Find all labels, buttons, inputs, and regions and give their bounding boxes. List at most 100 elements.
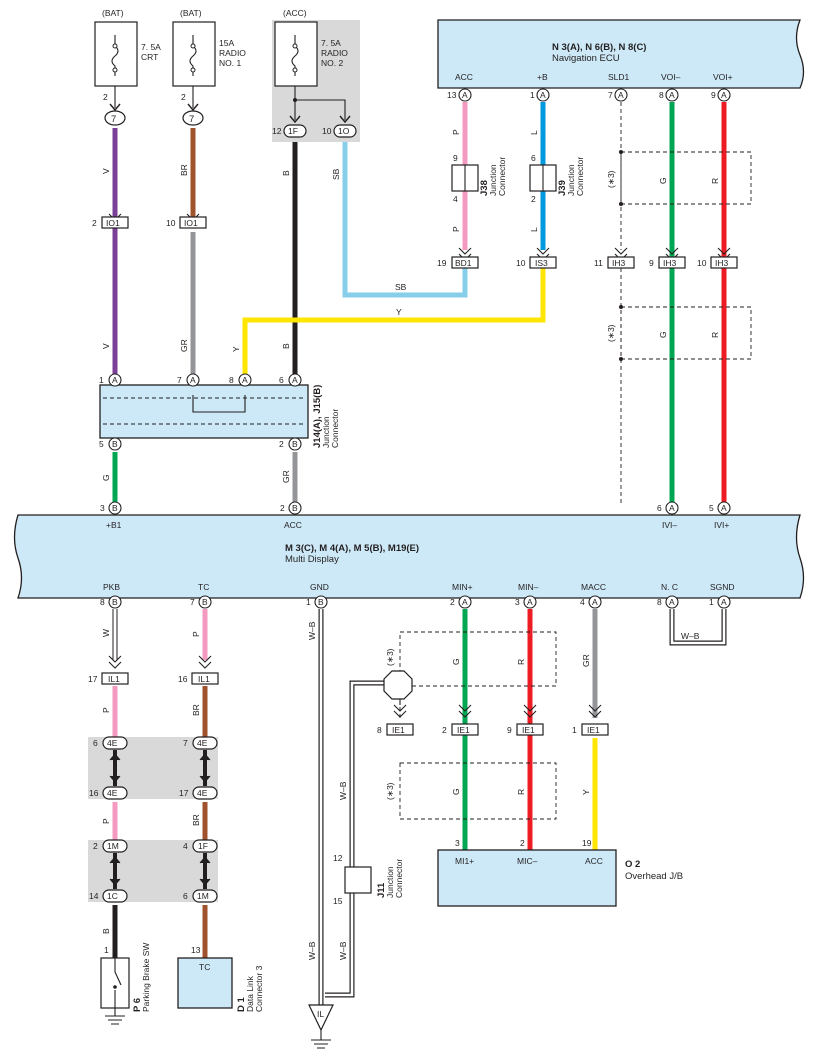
j39-code: J39 [557,180,568,196]
svg-text:Junction: Junction [385,866,395,898]
svg-text:IO1: IO1 [106,218,120,228]
svg-text:MIC–: MIC– [517,856,538,866]
svg-text:+B1: +B1 [106,520,122,530]
svg-text:BR: BR [191,814,201,826]
svg-text:A: A [721,503,727,513]
fuse-radio1-rating: 15A [219,38,234,48]
svg-text:G: G [451,658,461,665]
svg-text:A: A [721,597,727,607]
svg-text:14: 14 [89,891,99,901]
svg-text:2: 2 [92,218,97,228]
svg-text:2: 2 [280,503,285,513]
svg-text:B: B [112,503,118,513]
fuse-radio2-name: RADIO [321,48,348,58]
svg-text:3: 3 [455,838,460,848]
wire-wb-sgnd [670,609,726,645]
svg-text:1: 1 [530,90,535,100]
svg-text:R: R [710,332,720,338]
svg-text:V: V [101,343,111,349]
nav-ecu-code: N 3(A), N 6(B), N 8(C) [552,42,646,53]
svg-text:9: 9 [453,153,458,163]
svg-text:SGND: SGND [710,582,735,592]
svg-text:D 1: D 1 [236,997,247,1013]
wire-sb [342,142,468,298]
fuse-radio1-conn: 7 [189,114,194,125]
svg-text:A: A [462,90,468,100]
svg-text:A: A [540,90,546,100]
svg-text:G: G [658,177,668,184]
svg-text:IE1: IE1 [587,725,600,735]
wire-wb-shield [325,681,385,997]
svg-text:ACC: ACC [585,856,603,866]
svg-text:1: 1 [99,375,104,385]
svg-text:17: 17 [88,674,98,684]
svg-text:4E: 4E [197,738,208,748]
svg-text:6: 6 [279,375,284,385]
nav-ecu-name: Navigation ECU [552,53,620,64]
svg-text:4: 4 [453,194,458,204]
wire-group [112,102,727,1005]
svg-text:4E: 4E [197,788,208,798]
svg-text:Junction: Junction [321,416,331,448]
svg-text:B: B [281,170,291,176]
nav-term-voi-plus: VOI+ [713,72,733,82]
svg-text:13: 13 [191,945,201,955]
svg-text:R: R [710,178,720,184]
svg-text:IVI+: IVI+ [714,520,729,530]
svg-text:2: 2 [442,725,447,735]
fuse-radio1-source: (BAT) [180,8,202,18]
fuse-radio2-source: (ACC) [283,8,307,18]
shield-note-4: (∗3) [385,782,395,800]
shield-note-2: (∗3) [606,324,616,342]
svg-text:ACC: ACC [284,520,302,530]
svg-text:1M: 1M [197,891,209,901]
svg-text:W–B: W–B [307,941,317,960]
svg-text:A: A [592,597,598,607]
svg-text:B: B [112,597,118,607]
fuse-crt-pin: 2 [103,92,108,102]
svg-text:L: L [529,227,539,232]
svg-text:P 6: P 6 [132,998,143,1012]
svg-text:IL1: IL1 [108,674,120,684]
shield-box-mic-upper [399,631,557,687]
svg-text:W–B: W–B [338,781,348,800]
svg-text:L: L [529,130,539,135]
svg-text:B: B [202,597,208,607]
svg-text:Connector: Connector [394,859,404,898]
svg-text:3: 3 [100,503,105,513]
svg-text:10: 10 [516,258,526,268]
svg-text:A: A [112,375,118,385]
svg-text:16: 16 [178,674,188,684]
svg-text:GR: GR [281,470,291,483]
svg-text:P: P [101,818,111,824]
svg-text:5: 5 [709,503,714,513]
svg-text:SB: SB [331,168,341,180]
svg-text:4E: 4E [107,788,118,798]
svg-text:IL1: IL1 [198,674,210,684]
fuse-radio2-rating: 7. 5A [321,38,341,48]
svg-text:7: 7 [608,90,613,100]
svg-text:A: A [669,597,675,607]
svg-text:B: B [101,928,111,934]
svg-text:GND: GND [310,582,329,592]
svg-text:A: A [292,375,298,385]
svg-text:2: 2 [279,439,284,449]
svg-text:1: 1 [709,597,714,607]
inline-connectors-row1: IO1 2 IO1 10 BD1 19 IS3 10 IH3 11 IH3 9 … [92,213,738,269]
svg-text:1: 1 [572,725,577,735]
svg-text:Connector: Connector [330,409,340,448]
svg-text:BR: BR [179,164,189,176]
svg-text:15: 15 [333,896,343,906]
svg-text:P: P [191,631,201,637]
data-link-connector-3: 13 TC D 1 Data Link Connector 3 [177,945,264,1013]
svg-text:W–B: W–B [338,941,348,960]
svg-text:12: 12 [333,853,343,863]
svg-text:A: A [190,375,196,385]
svg-text:B: B [318,597,324,607]
fuse-radio1-pin: 2 [181,92,186,102]
svg-text:W: W [101,629,111,637]
svg-text:B: B [292,439,298,449]
multi-display-name: Multi Display [285,554,339,565]
multi-display: M 3(C), M 4(A), M 5(B), M19(E) Multi Dis… [13,514,805,599]
